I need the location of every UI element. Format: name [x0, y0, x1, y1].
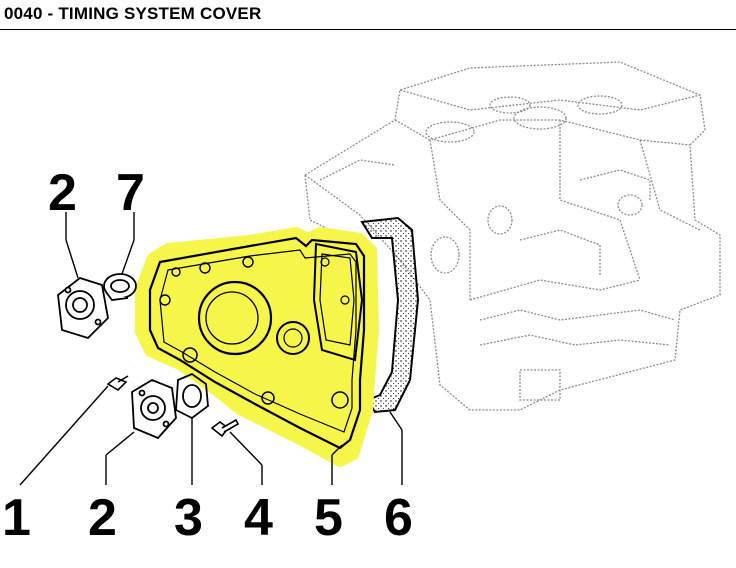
- callout-7: 7: [116, 164, 145, 222]
- bolt-part-1: [106, 375, 129, 392]
- timing-cover-part-5: [135, 227, 379, 467]
- page-title: 0040 - TIMING SYSTEM COVER: [4, 4, 262, 23]
- callout-5: 5: [314, 489, 343, 547]
- screw-part-4: [210, 418, 240, 438]
- callout-2-bottom: 2: [88, 489, 117, 547]
- flange-cover-part-2-top: [57, 276, 109, 340]
- callout-2-top: 2: [48, 164, 77, 222]
- oil-seal-part-7: [103, 273, 137, 301]
- flange-cover-part-2-bottom: [131, 378, 177, 440]
- leader-lines: [19, 212, 403, 486]
- page-header: 0040 - TIMING SYSTEM COVER: [0, 0, 736, 30]
- callout-1: 1: [2, 489, 31, 547]
- callout-6: 6: [384, 489, 413, 547]
- callout-4: 4: [244, 489, 273, 547]
- exploded-parts-diagram: 1 2 3 4 5 6 2 7: [2, 61, 721, 547]
- engine-block: [303, 61, 721, 411]
- gasket-part-3: [175, 372, 209, 420]
- callout-3: 3: [174, 489, 203, 547]
